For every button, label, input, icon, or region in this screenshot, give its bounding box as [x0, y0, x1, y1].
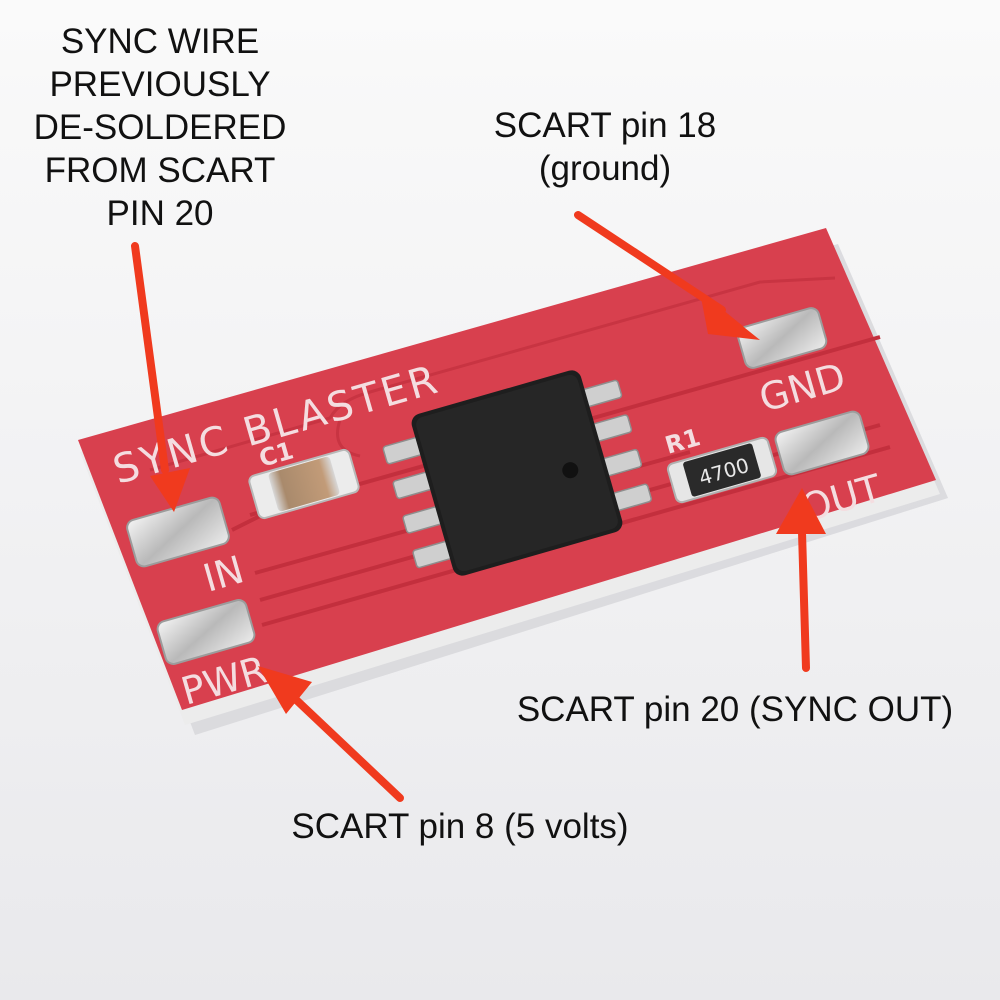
pad-in	[126, 496, 230, 568]
caption-line: FROM SCART	[44, 151, 276, 190]
caption-line: PIN 20	[106, 194, 214, 233]
caption-line: SCART pin 20 (SYNC OUT)	[516, 690, 954, 729]
caption-pin18: SCART pin 18 (ground)	[440, 104, 770, 190]
caption-line: (ground)	[538, 149, 672, 188]
silk-outline	[149, 276, 836, 472]
silk-notch	[336, 419, 361, 458]
pad-gnd	[736, 307, 828, 369]
caption-line: SCART pin 8 (5 volts)	[291, 807, 629, 846]
caption-line: SCART pin 18	[493, 106, 717, 145]
arrow-pin8	[286, 690, 404, 802]
arrow-sync-wire	[131, 242, 169, 474]
pad-out	[774, 410, 870, 476]
solder-pads	[126, 307, 870, 665]
caption-line: DE-SOLDERED	[33, 108, 287, 147]
arrow-sync-wire-head	[150, 468, 190, 512]
arrow-pin18	[574, 211, 726, 314]
annotation-arrows	[131, 211, 826, 802]
arrow-pin18-head	[700, 292, 760, 340]
arrow-pin20	[798, 528, 810, 672]
caption-sync-wire: SYNC WIRE PREVIOUSLY DE-SOLDERED FROM SC…	[0, 20, 320, 235]
caption-pin8: SCART pin 8 (5 volts)	[240, 805, 680, 848]
arrow-pin20-head	[776, 488, 826, 534]
pad-pwr	[156, 599, 256, 665]
caption-pin20: SCART pin 20 (SYNC OUT)	[470, 688, 1000, 731]
capacitor-c1	[248, 448, 360, 520]
arrow-pin8-head	[258, 666, 312, 714]
ic-chip	[382, 370, 652, 576]
resistor-r1: 4700	[666, 436, 778, 504]
caption-line: PREVIOUSLY	[49, 65, 271, 104]
caption-line: SYNC WIRE	[60, 22, 260, 61]
